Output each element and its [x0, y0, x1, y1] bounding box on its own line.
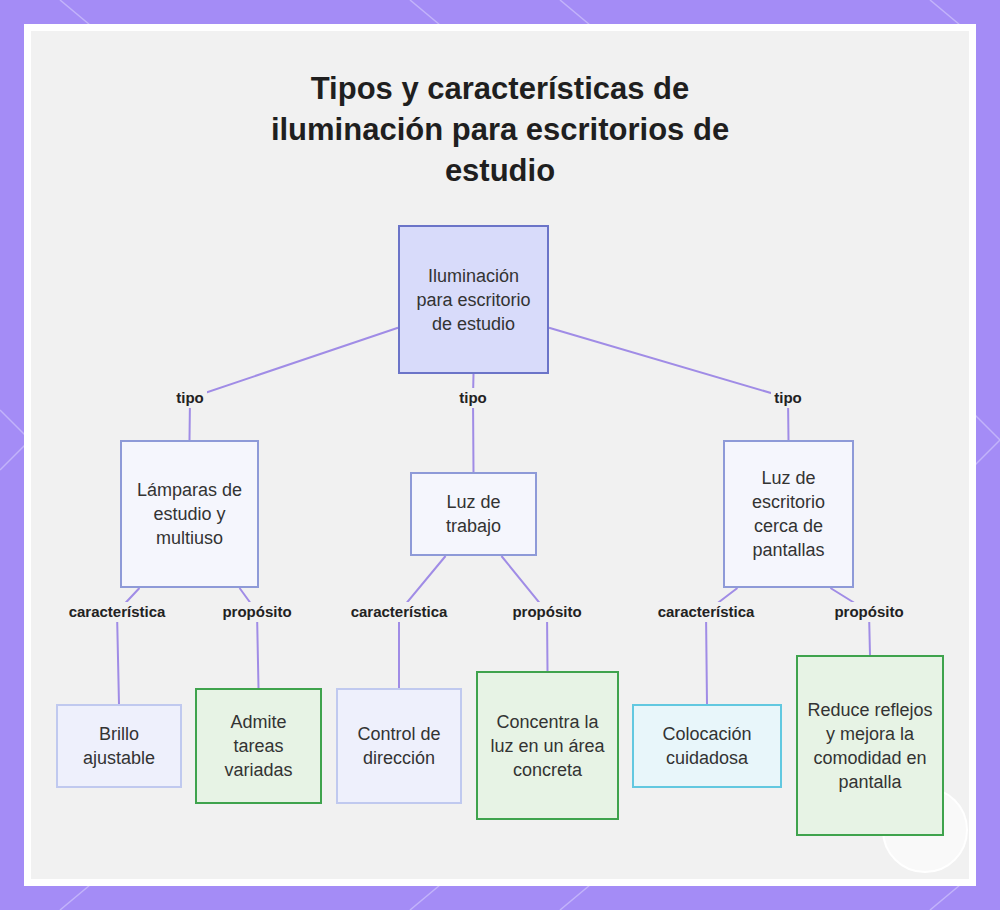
type-box: Luz de trabajo [410, 472, 537, 556]
edge-label: característica [655, 602, 758, 622]
node-text: Luz de trabajo [420, 490, 527, 538]
edge-label: propósito [831, 602, 906, 622]
node-text: Admite tareas variadas [205, 710, 312, 782]
purpose-box: Concentra la luz en un área concreta [476, 671, 619, 820]
type-box: Lámparas de estudio y multiuso [120, 440, 259, 588]
edge-label: propósito [219, 602, 294, 622]
edge-label: característica [348, 602, 451, 622]
node-text: Brillo ajustable [66, 722, 172, 770]
node-text: Reduce reflejos y mejora la comodidad en… [806, 698, 934, 794]
edge-label: tipo [456, 388, 490, 408]
node-text: Control de dirección [346, 722, 452, 770]
diagram-title: Tipos y características de iluminación p… [230, 68, 770, 191]
feature-box: Brillo ajustable [56, 704, 182, 788]
feature-box: Colocación cuidadosa [632, 704, 782, 788]
node-text: Colocación cuidadosa [642, 722, 772, 770]
connector-line [549, 328, 789, 440]
edge-label: característica [66, 602, 169, 622]
type-box: Luz de escritorio cerca de pantallas [723, 440, 854, 588]
connector-line [190, 328, 399, 440]
purpose-box: Reduce reflejos y mejora la comodidad en… [796, 655, 944, 836]
node-text: Concentra la luz en un área concreta [486, 710, 609, 782]
connector-line [399, 556, 446, 688]
edge-label: tipo [771, 388, 805, 408]
feature-box: Control de dirección [336, 688, 462, 804]
node-text: Luz de escritorio cerca de pantallas [733, 466, 844, 562]
node-text: Lámparas de estudio y multiuso [130, 478, 249, 550]
root-box: Iluminación para escritorio de estudio [398, 225, 549, 374]
edge-label: tipo [173, 388, 207, 408]
node-text: Iluminación para escritorio de estudio [408, 264, 539, 336]
edge-label: propósito [509, 602, 584, 622]
purpose-box: Admite tareas variadas [195, 688, 322, 804]
